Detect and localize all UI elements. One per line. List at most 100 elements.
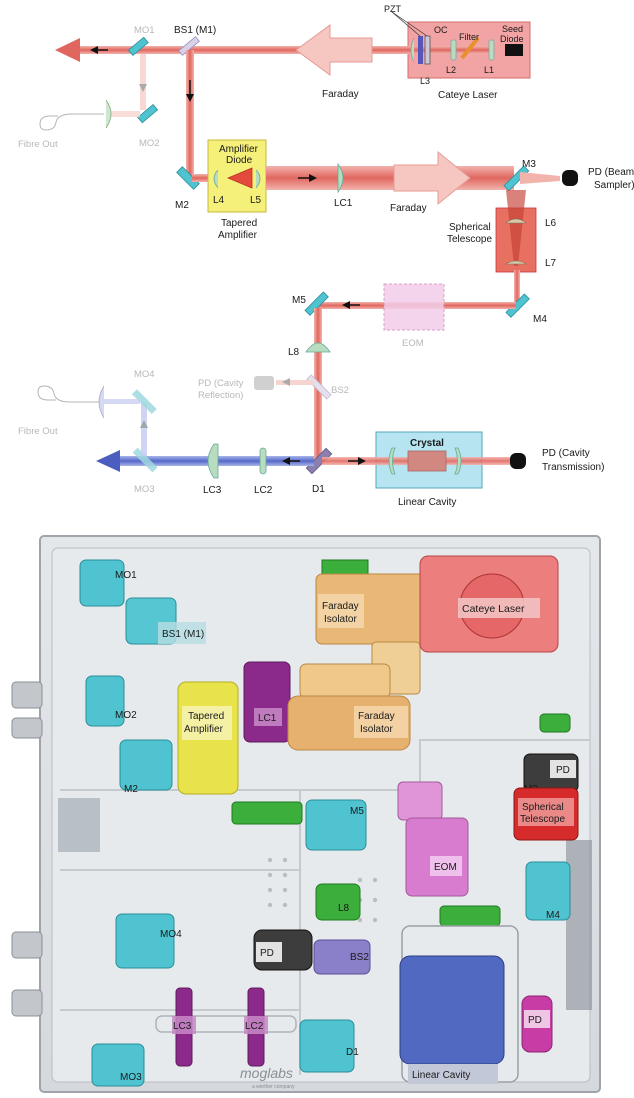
board-d1-label: D1 [346, 1047, 359, 1058]
mo4-mount [116, 914, 174, 968]
faraday-top-arrow [296, 25, 372, 75]
board-spherical-label-1: Spherical [522, 802, 564, 813]
l8-lens [306, 343, 330, 352]
pd-cavity-transmission [510, 453, 526, 469]
l7-label: L7 [545, 258, 557, 269]
faraday-mid-label: Faraday [390, 203, 427, 214]
l2-label: L2 [446, 65, 456, 75]
side-connectors [12, 682, 42, 1016]
linear-cavity-label: Linear Cavity [398, 497, 456, 508]
oc-element [425, 36, 430, 64]
pd-beam-label-1: PD (Beam [588, 167, 634, 178]
filter-label: Filter [459, 32, 479, 42]
board-spherical-label-2: Telescope [520, 814, 565, 825]
seed-diode [505, 44, 523, 56]
pd-beam-label-2: Sampler) [594, 180, 634, 191]
tapered-amplifier-label-2: Amplifier [218, 230, 258, 241]
pd-cavity-reflection [254, 376, 274, 390]
crystal [408, 451, 446, 471]
faraday-mid-arrow [394, 152, 470, 204]
moglabs-logo-sub: a werther company [252, 1084, 295, 1090]
lc3-lens [208, 444, 218, 478]
board-pd-mid-label: PD [260, 948, 274, 959]
l1-lens [489, 40, 494, 60]
board-linear-cavity-label: Linear Cavity [412, 1070, 470, 1081]
pd-beam-sampler [562, 170, 578, 186]
lc2-label: LC2 [254, 485, 273, 496]
faraday-top-label: Faraday [322, 89, 359, 100]
seed-label-1: Seed [502, 24, 523, 34]
board-tapered-label-2: Amplifier [184, 724, 224, 735]
cateye-laser-label: Cateye Laser [438, 90, 498, 101]
m2-mount [120, 740, 172, 790]
board-pd-top-label: PD [556, 765, 570, 776]
schematic: PZT OC Filter Seed Diode L1 L2 L3 Cateye… [18, 4, 634, 508]
mo3-label: MO3 [134, 484, 155, 495]
board-mo3-label: MO3 [120, 1072, 142, 1083]
fibre-out-bottom-label: Fibre Out [18, 426, 58, 437]
board-l8-label: L8 [338, 903, 350, 914]
board-render: MO1 BS1 (M1) Faraday Isolator Cateye Las… [12, 536, 600, 1092]
fibre-top [40, 114, 104, 130]
m3-label: M3 [522, 159, 536, 170]
pd-cavity-refl-label-2: Reflection) [198, 390, 243, 401]
l2-lens [451, 40, 456, 60]
board-bs2-label: BS2 [350, 952, 369, 963]
board-m5-label: M5 [350, 806, 364, 817]
blue-beam-arrowhead [96, 450, 120, 472]
lc2-lens [260, 448, 266, 474]
board-faraday-mid-label-1: Faraday [358, 711, 395, 722]
moglabs-logo: moglabs [240, 1065, 293, 1081]
amplifier-diode-label-2: Diode [226, 155, 253, 166]
top-beam-arrowhead [55, 38, 80, 62]
l4-label: L4 [213, 195, 225, 206]
bs2-label: BS2 [331, 385, 349, 396]
d1-mount [300, 1020, 354, 1072]
pzt-element [418, 36, 423, 64]
l3-label: L3 [420, 76, 430, 86]
seed-label-2: Diode [500, 34, 524, 44]
eom-label: EOM [402, 338, 424, 349]
board-mo2-label: MO2 [115, 710, 137, 721]
pd-cavity-trans-label-1: PD (Cavity [542, 448, 590, 459]
l6-label: L6 [545, 218, 557, 229]
m2-label: M2 [175, 200, 189, 211]
l8-label: L8 [288, 347, 300, 358]
board-mo1-label: MO1 [115, 570, 137, 581]
board-eom-label: EOM [434, 862, 457, 873]
board-lc3-label: LC3 [173, 1021, 192, 1032]
spherical-telescope-label-1: Spherical [449, 222, 491, 233]
pd-cavity-trans-label-2: Transmission) [542, 462, 604, 473]
board-bs1-label: BS1 (M1) [162, 629, 204, 640]
mo1-label: MO1 [134, 25, 155, 36]
fibre-out-top-label: Fibre Out [18, 139, 58, 150]
board-m2-label: M2 [124, 784, 138, 795]
board-lc1-label: LC1 [258, 713, 277, 724]
l8-mount [316, 884, 360, 920]
board-m4-label: M4 [546, 910, 560, 921]
linear-cavity-body [400, 956, 504, 1064]
m5-label: M5 [292, 295, 306, 306]
fibre-bottom [38, 386, 100, 402]
lc1-label: LC1 [334, 198, 353, 209]
eom-box [384, 284, 444, 330]
board-mo4-label: MO4 [160, 929, 182, 940]
oc-label: OC [434, 25, 448, 35]
lc1-mount [244, 662, 290, 742]
l1-label: L1 [484, 65, 494, 75]
l5-label: L5 [250, 195, 262, 206]
mo4-label: MO4 [134, 369, 155, 380]
mo1-mount [80, 560, 124, 606]
lc3-label: LC3 [203, 485, 222, 496]
board-pd-bottom-label: PD [528, 1015, 542, 1026]
amplifier-diode-label-1: Amplifier [219, 144, 259, 155]
board-cateye-label: Cateye Laser [462, 603, 525, 615]
board-faraday-mid-label-2: Isolator [360, 724, 393, 735]
m4-label: M4 [533, 314, 547, 325]
board-tapered-label-1: Tapered [188, 711, 224, 722]
spherical-telescope-label-2: Telescope [447, 234, 492, 245]
pd-cavity-refl-label-1: PD (Cavity [198, 378, 244, 389]
board-faraday-top-label-1: Faraday [322, 601, 359, 612]
d1-label: D1 [312, 484, 325, 495]
